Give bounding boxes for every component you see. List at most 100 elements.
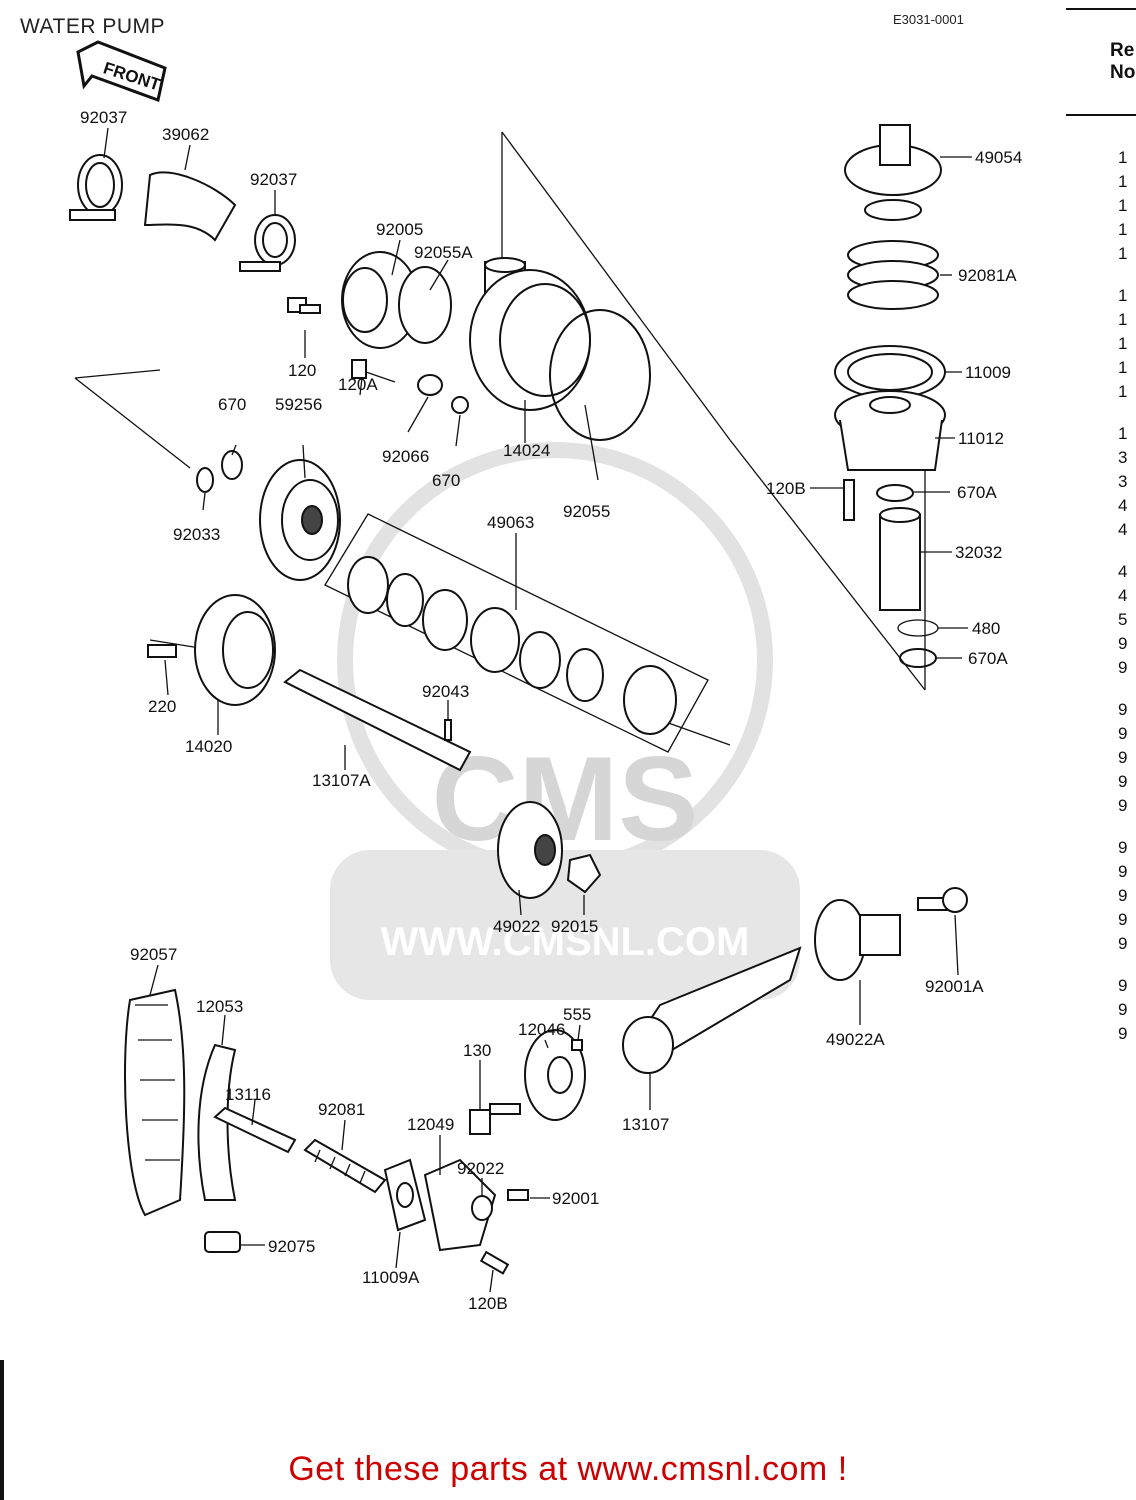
hose-clamp-left [69, 154, 123, 221]
ref-stub: 9 [1118, 724, 1128, 743]
side-rule-mid [1066, 114, 1136, 116]
ref-stub: 1 [1118, 172, 1128, 191]
callout-220: 220 [148, 697, 176, 716]
watermark-url: WWW.CMSNL.COM [381, 920, 750, 964]
callout-49022a: 49022A [826, 1030, 885, 1049]
o-ring-670a-upper [876, 484, 914, 502]
seal-kit-frame [324, 513, 709, 753]
pump-shaft-13107a [283, 668, 472, 772]
bolt-92001a [917, 887, 968, 913]
chain-stopper-92075 [204, 1231, 241, 1253]
ref-stub: 9 [1118, 1024, 1128, 1040]
hose [143, 171, 237, 242]
callout-92081: 92081 [318, 1100, 365, 1119]
bevel-gear-49022a [814, 899, 901, 981]
callout-670a-lower: 670A [968, 649, 1008, 668]
bolt-120 [287, 297, 321, 314]
callout-12046: 12046 [518, 1020, 565, 1039]
pump-housing [469, 257, 651, 441]
callout-13107: 13107 [622, 1115, 669, 1134]
callout-92043: 92043 [422, 682, 469, 701]
bearing-housing [147, 594, 276, 706]
gasket-11009 [834, 345, 946, 399]
bolt-120a [351, 359, 396, 383]
ref-stub: 1 [1118, 286, 1128, 305]
side-rule-top [1066, 8, 1136, 10]
ref-stub: 4 [1118, 562, 1128, 581]
side-header: Re No [1110, 40, 1135, 84]
pipe-32032 [879, 507, 921, 611]
callout-14024: 14024 [503, 441, 550, 460]
callout-32032: 32032 [955, 543, 1002, 562]
callout-670-impeller: 670 [218, 395, 246, 414]
callout-92015: 92015 [551, 917, 598, 936]
ref-stub: 9 [1118, 886, 1128, 905]
ref-stub: 5 [1118, 610, 1128, 629]
callout-670a-upper: 670A [957, 483, 997, 502]
ref-stub: 1 [1118, 334, 1128, 353]
callout-92022: 92022 [457, 1159, 504, 1178]
impeller [196, 450, 341, 581]
callout-13116: 13116 [225, 1085, 271, 1104]
drive-shaft-13107 [622, 946, 802, 1074]
ref-stub: 9 [1118, 748, 1128, 767]
side-header-line2: No [1110, 62, 1136, 83]
callout-92066: 92066 [382, 447, 429, 466]
ref-stub: 4 [1118, 586, 1128, 605]
chain-guide-12053 [197, 1043, 237, 1201]
spring-92081a [847, 240, 939, 310]
ref-stub: 1 [1118, 196, 1128, 215]
cover-11012 [834, 390, 946, 471]
callout-555: 555 [563, 1005, 591, 1024]
callout-92001a: 92001A [925, 977, 984, 996]
callout-59256: 59256 [275, 395, 322, 414]
ref-stub: 9 [1118, 634, 1128, 653]
callout-14020: 14020 [185, 737, 232, 756]
o-ring-670a-lower [899, 648, 937, 668]
callout-49063: 49063 [487, 513, 534, 532]
leader-lines [103, 127, 972, 1293]
callout-11009: 11009 [965, 363, 1011, 382]
ref-stub: 9 [1118, 934, 1128, 953]
ref-stub: 3 [1118, 448, 1128, 467]
ref-stub: 1 [1118, 310, 1128, 329]
ref-stub: 9 [1118, 1000, 1128, 1019]
page-edge-bar [0, 1360, 4, 1500]
callout-92075: 92075 [268, 1237, 315, 1256]
callout-11009a: 11009A [362, 1268, 420, 1287]
side-header-line1: Re [1110, 40, 1135, 61]
ref-stub: 9 [1118, 910, 1128, 929]
callout-480: 480 [972, 619, 1000, 638]
callout-92055: 92055 [563, 502, 610, 521]
ref-stub: 1 [1118, 220, 1128, 239]
reference-number-column: Re No 1 1 1 1 1 1 1 1 1 1 1 3 3 4 4 4 4 … [1060, 0, 1136, 1040]
ref-stub: 1 [1118, 424, 1128, 443]
page-title: WATER PUMP [20, 15, 165, 38]
pump-cover-elbow [341, 251, 452, 349]
callout-120b-lower: 120B [468, 1294, 508, 1313]
callout-92005: 92005 [376, 220, 423, 239]
ref-stub: 9 [1118, 772, 1128, 791]
bolt-130 [469, 1103, 521, 1135]
front-arrow-icon: FRONT [76, 40, 167, 102]
explosion-guide-lines [74, 131, 926, 746]
callout-120: 120 [288, 361, 316, 380]
ref-stub: 9 [1118, 838, 1128, 857]
hose-clamp-right [239, 214, 296, 272]
ref-stub: 4 [1118, 496, 1128, 515]
callout-130: 130 [463, 1041, 491, 1060]
gasket-11009a [383, 1158, 427, 1232]
circlip-480 [897, 619, 939, 637]
thermostat [844, 124, 942, 221]
ref-stub: 9 [1118, 796, 1128, 815]
footer-cta-link[interactable]: Get these parts at www.cmsnl.com ! [288, 1450, 848, 1488]
callout-49022: 49022 [493, 917, 540, 936]
callout-120a: 120A [338, 375, 378, 394]
tensioner-body-12049 [423, 1158, 497, 1252]
callout-49054: 49054 [975, 148, 1022, 167]
ref-stub: 9 [1118, 700, 1128, 719]
tensioner-spring-92081 [303, 1138, 387, 1194]
ref-stub: 9 [1118, 976, 1128, 995]
callout-92037-right: 92037 [250, 170, 297, 189]
